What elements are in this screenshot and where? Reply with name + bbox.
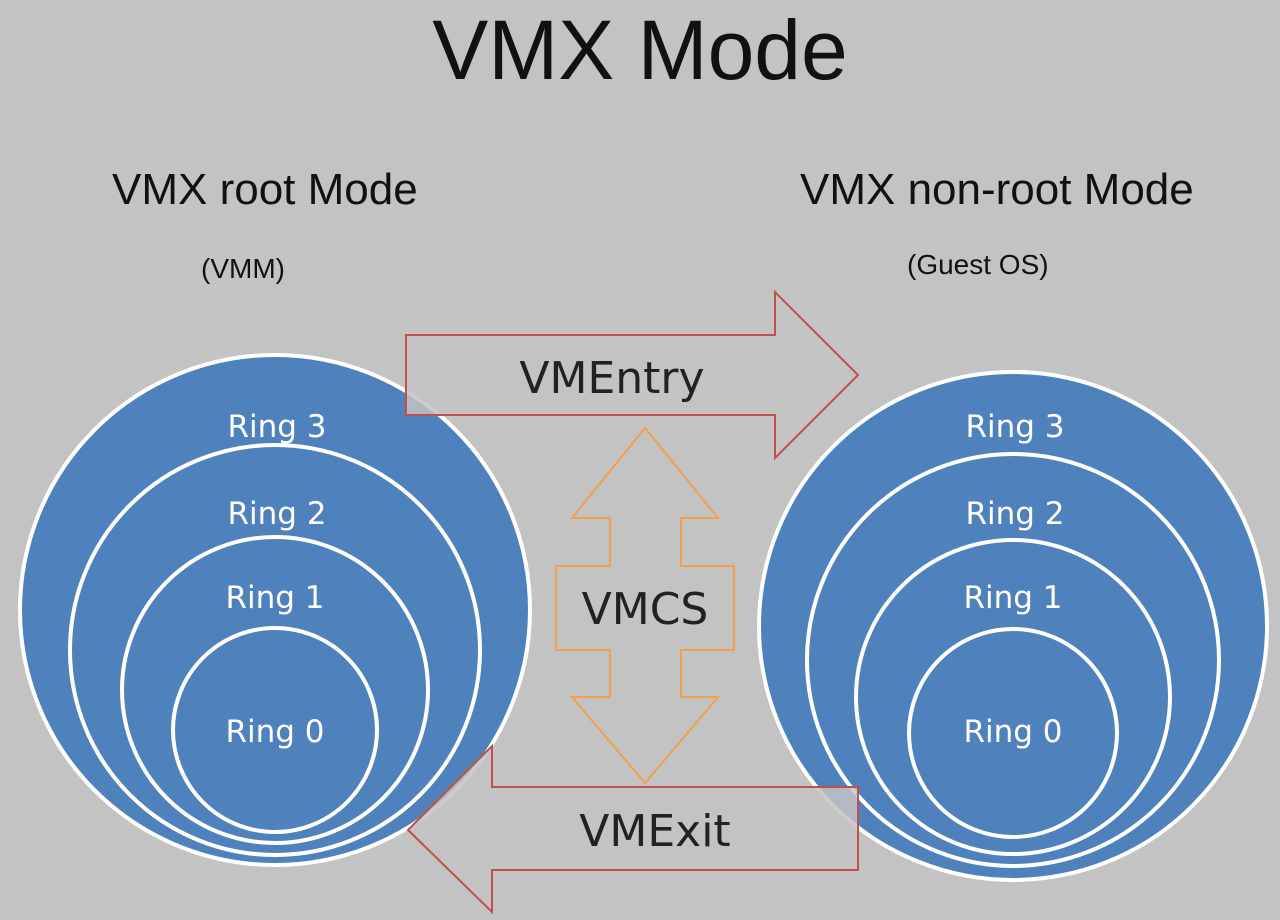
- root-ring-2-label: Ring 2: [227, 496, 326, 532]
- vmcs-arrow: VMCS: [555, 426, 735, 785]
- nonroot-ring-3-label: Ring 3: [965, 409, 1064, 445]
- root-ring-3-label: Ring 3: [227, 409, 326, 445]
- nonroot-ring-2-label: Ring 2: [965, 496, 1064, 532]
- root-mode-subtitle: (VMM): [201, 253, 285, 284]
- vmentry-arrow: VMEntry: [405, 289, 860, 461]
- nonroot-ring-0-label: Ring 0: [963, 714, 1062, 750]
- nonroot-ring-1-label: Ring 1: [963, 580, 1062, 616]
- vmcs-arrow-shape: [555, 426, 735, 785]
- root-ring-1-label: Ring 1: [225, 580, 324, 616]
- root-ring-stack: Ring 3 Ring 2 Ring 1 Ring 0: [18, 353, 532, 867]
- nonroot-mode-subtitle: (Guest OS): [907, 249, 1049, 280]
- vmentry-label: VMEntry: [519, 353, 704, 404]
- nonroot-mode-title: VMX non-root Mode: [800, 165, 1194, 214]
- nonroot-ring-0: [907, 627, 1119, 839]
- vmcs-label: VMCS: [582, 584, 709, 635]
- page-title: VMX Mode: [432, 3, 848, 97]
- vmentry-arrow-shape: [405, 289, 860, 461]
- vmexit-label: VMExit: [579, 806, 730, 857]
- vmexit-arrow: VMExit: [406, 743, 859, 915]
- nonroot-ring-stack: Ring 3 Ring 2 Ring 1 Ring 0: [757, 370, 1269, 882]
- vmexit-arrow-shape: [406, 743, 859, 915]
- root-ring-0: [171, 626, 379, 834]
- root-mode-title: VMX root Mode: [112, 165, 418, 214]
- root-ring-0-label: Ring 0: [225, 714, 324, 750]
